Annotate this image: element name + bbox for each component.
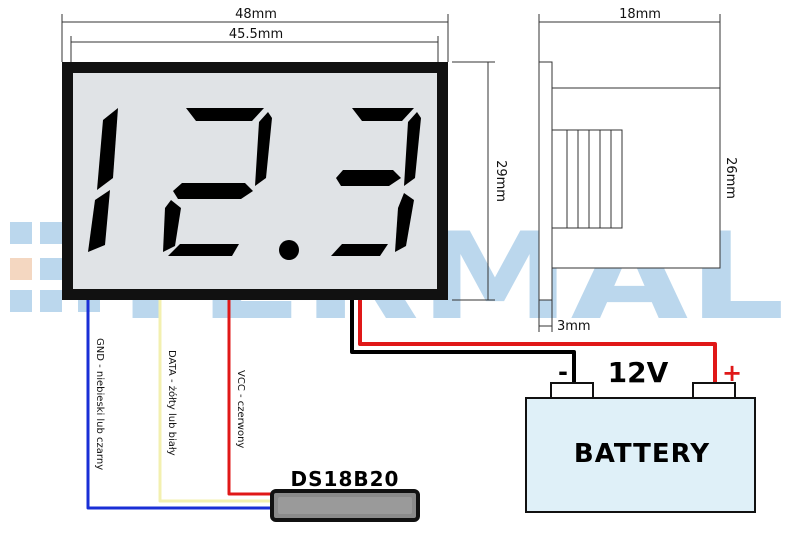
ds18b20-sensor xyxy=(270,489,420,522)
gnd-wire-label: GND - niebieski lub czarny xyxy=(94,338,105,470)
meter-side-view xyxy=(538,61,721,301)
battery-positive-terminal xyxy=(692,382,736,399)
depth-label: 18mm xyxy=(619,7,661,22)
battery-negative-terminal xyxy=(550,382,594,399)
height-dimension-lines xyxy=(452,61,495,301)
decimal-point xyxy=(279,240,299,260)
watermark-square xyxy=(10,222,32,244)
sensor-label: DS18B20 xyxy=(291,467,400,491)
sensor-wires xyxy=(86,300,272,510)
positive-wire xyxy=(358,300,717,382)
battery-body xyxy=(525,397,756,513)
watermark-square xyxy=(40,222,62,244)
watermark-square xyxy=(40,290,62,312)
digit-1 xyxy=(88,108,118,252)
watermark-square xyxy=(10,258,32,280)
battery xyxy=(525,382,756,513)
battery-plus-sign: + xyxy=(722,359,742,387)
battery-label: BATTERY xyxy=(574,439,710,469)
negative-wire xyxy=(350,300,576,382)
display-width-label: 45.5mm xyxy=(229,27,283,42)
gnd-wire xyxy=(86,300,272,510)
flange-label: 3mm xyxy=(557,319,591,334)
vcc-wire xyxy=(227,300,272,496)
battery-minus-sign: - xyxy=(558,358,568,386)
data-wire xyxy=(158,300,272,503)
battery-voltage: 12V xyxy=(608,356,669,389)
width-dimension-lines xyxy=(61,14,449,62)
height-label: 29mm xyxy=(493,160,508,202)
outer-width-label: 48mm xyxy=(235,7,277,22)
power-wires xyxy=(350,300,717,382)
digit-3 xyxy=(331,108,421,256)
meter-front-view xyxy=(62,62,448,300)
watermark-square xyxy=(10,290,32,312)
side-dimension-lines xyxy=(538,14,721,332)
watermark-square xyxy=(40,258,62,280)
data-wire-label: DATA - żółty lub biały xyxy=(166,350,178,456)
digit-2 xyxy=(163,108,272,256)
vcc-wire-label: VCC - czerwony xyxy=(235,370,246,448)
body-height-label: 26mm xyxy=(723,157,738,199)
